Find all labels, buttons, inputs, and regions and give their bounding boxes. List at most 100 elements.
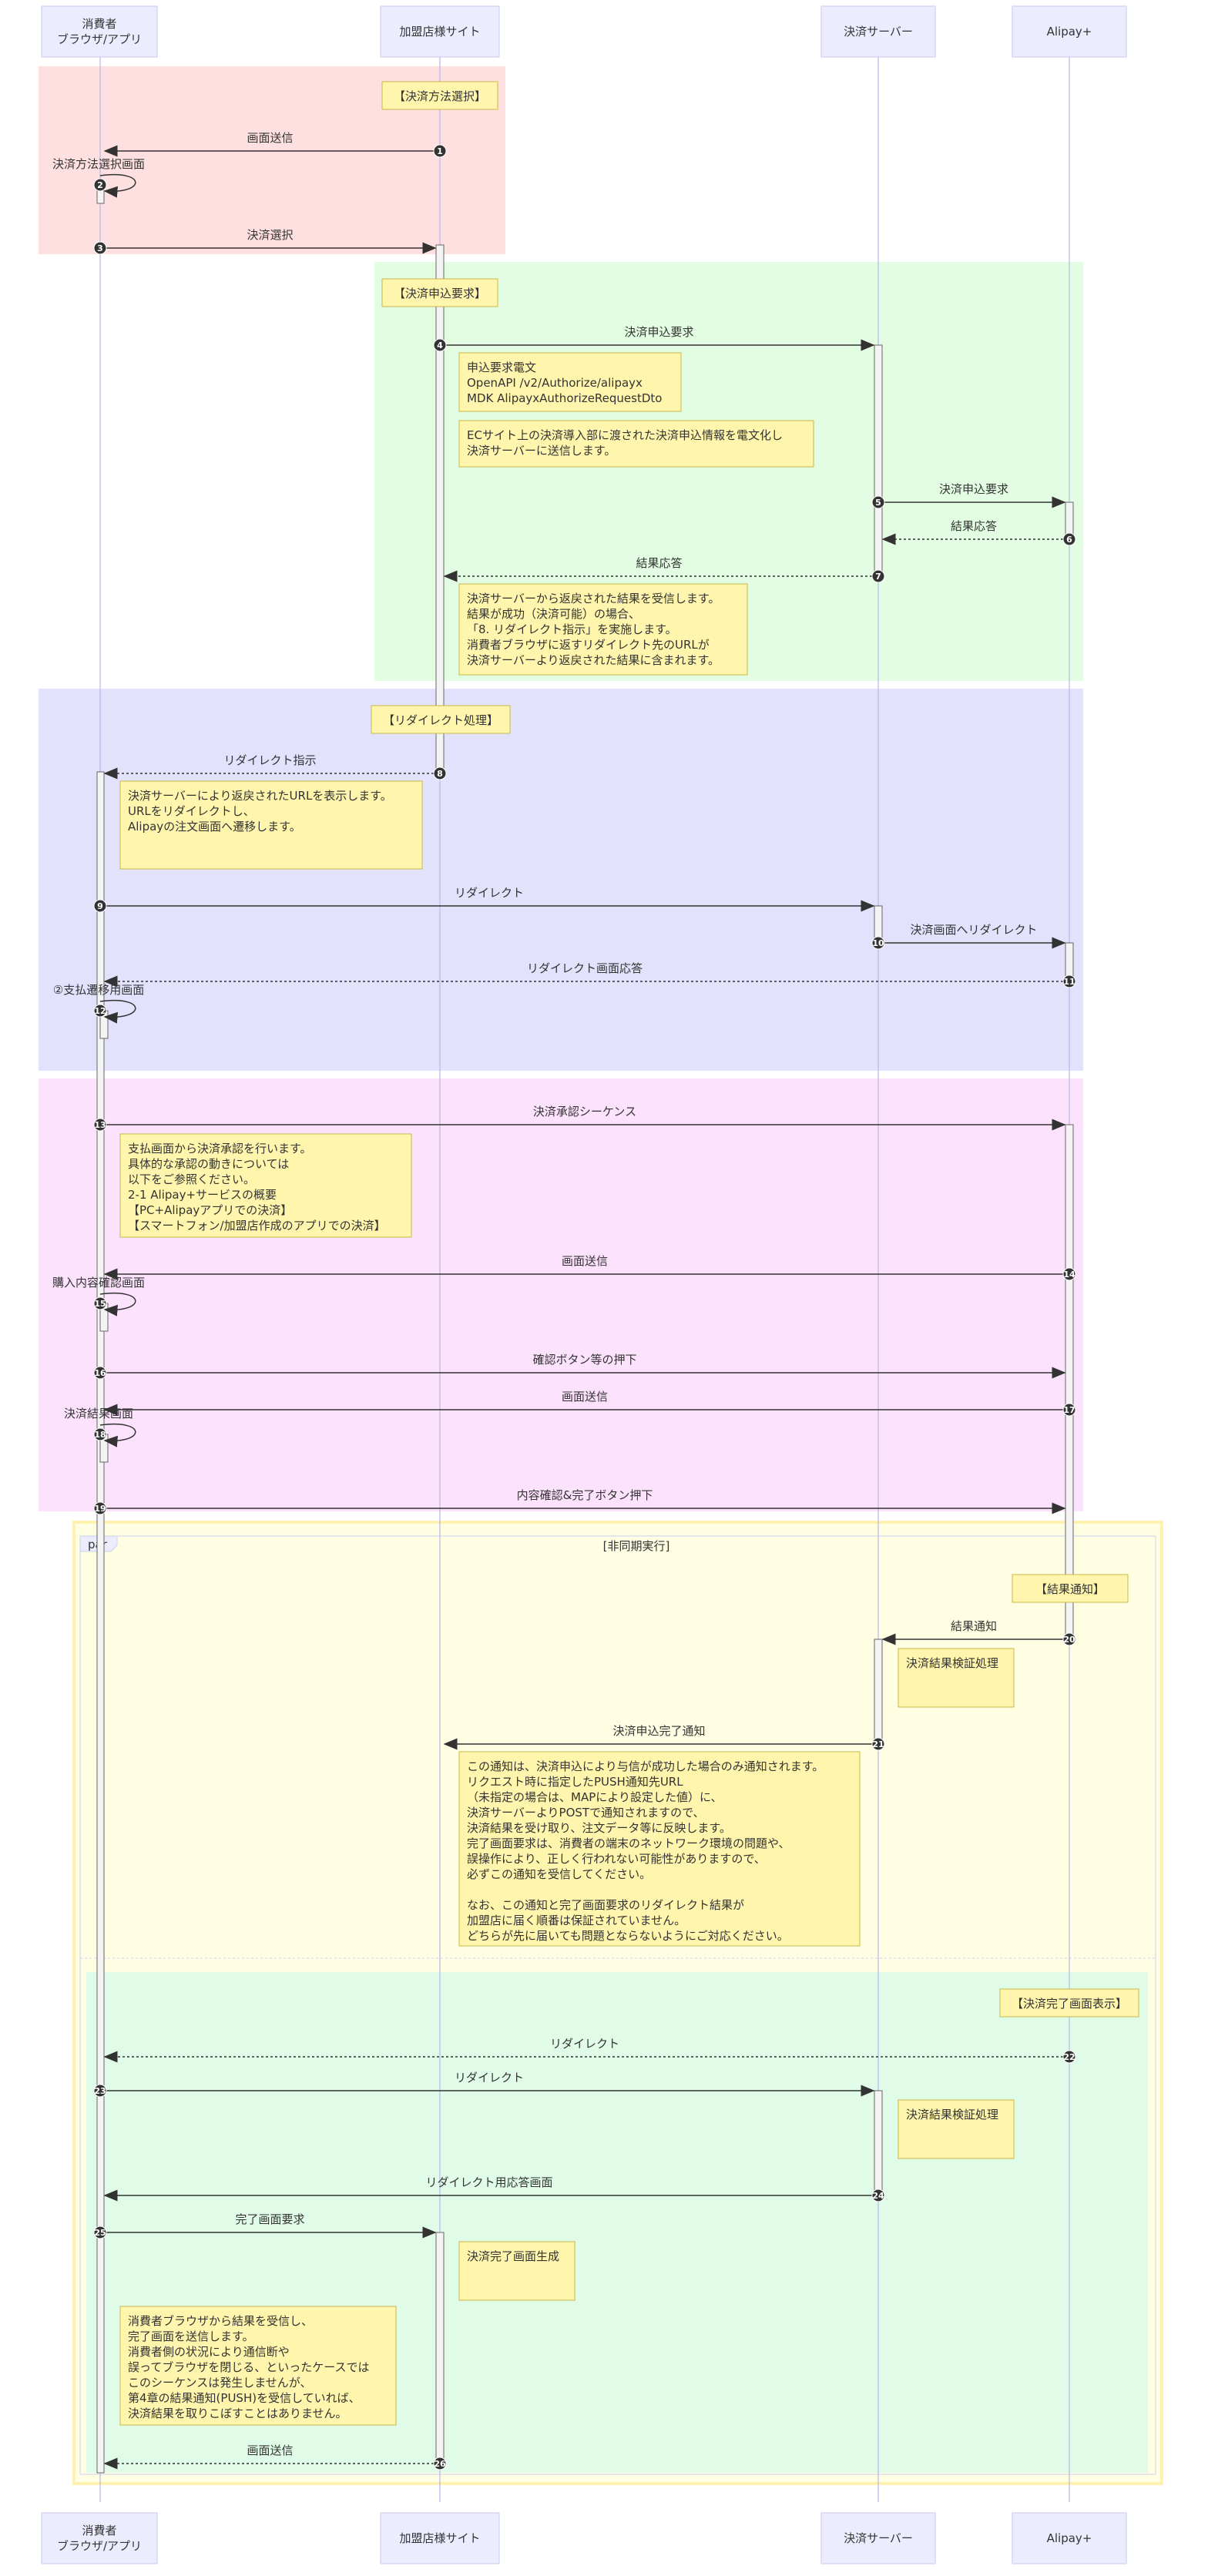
svg-text:決済サーバーから返戻された結果を受信します。結果が成功（決済: 決済サーバーから返戻された結果を受信します。結果が成功（決済可能）の場合、「8.… — [467, 592, 720, 667]
message-label: 購入内容確認画面 — [52, 1276, 145, 1290]
message-label: 結果通知 — [951, 1619, 997, 1633]
message-10: 決済画面へリダイレクト 10 — [871, 923, 1066, 950]
section-label-select: 【決済方法選択】 — [381, 81, 498, 110]
note-payment-approval: 支払画面から決済承認を行います。具体的な承認の動きについては以下をご参照ください… — [119, 1133, 412, 1238]
svg-text:【リダイレクト処理】: 【リダイレクト処理】 — [383, 713, 498, 727]
svg-text:23: 23 — [94, 2086, 106, 2096]
participant-server-bottom: 決済サーバー — [820, 2512, 936, 2564]
sequence-number: 9 — [93, 899, 107, 913]
sequence-number: 16 — [93, 1366, 107, 1380]
participant-user-top: 消費者ブラウザ/アプリ — [41, 5, 158, 58]
participants: 消費者ブラウザ/アプリ消費者ブラウザ/アプリ加盟店様サイト加盟店様サイト決済サー… — [41, 5, 1127, 2564]
message-9: リダイレクト 9 — [93, 886, 875, 913]
participant-alipay-top: Alipay+ — [1012, 5, 1127, 58]
svg-text:8: 8 — [437, 769, 443, 779]
svg-text:2: 2 — [97, 180, 103, 190]
svg-text:11: 11 — [1063, 977, 1075, 987]
participant-label: 加盟店様サイト — [399, 2531, 480, 2545]
sequence-number: 10 — [871, 936, 885, 950]
svg-text:22: 22 — [1063, 2052, 1075, 2062]
message-24: リダイレクト用応答画面 24 — [103, 2175, 885, 2202]
sequence-number: 24 — [871, 2189, 885, 2202]
sequence-number: 5 — [871, 495, 885, 509]
sequence-number: 8 — [433, 766, 447, 780]
participant-server-top: 決済サーバー — [820, 5, 936, 58]
section-redirect-rect — [39, 689, 1083, 1071]
sequence-number: 22 — [1062, 2050, 1076, 2064]
message-label: 決済画面へリダイレクト — [910, 923, 1037, 937]
participant-label: 決済サーバー — [844, 25, 913, 39]
participant-label: 決済サーバー — [844, 2531, 913, 2545]
note-display-url: 決済サーバーにより返戻されたURLを表示します。URLをリダイレクトし、Alip… — [119, 780, 423, 870]
message-15: 購入内容確認画面 15 — [52, 1276, 145, 1317]
messages: 画面送信1決済方法選択画面2決済選択3決済申込要求4決済申込要求5結果応答6結果… — [52, 131, 1076, 2470]
participant-label: ブラウザ/アプリ — [57, 2539, 142, 2553]
participant-label: 加盟店様サイト — [399, 25, 480, 39]
svg-text:3: 3 — [97, 243, 103, 253]
svg-text:10: 10 — [872, 938, 884, 948]
message-label: 結果応答 — [636, 556, 682, 570]
svg-text:【決済完了画面表示】: 【決済完了画面表示】 — [1012, 1997, 1127, 2011]
svg-text:6: 6 — [1066, 535, 1072, 545]
message-label: 決済申込要求 — [939, 482, 1008, 496]
svg-text:25: 25 — [94, 2228, 106, 2238]
message-label: リダイレクト — [455, 886, 524, 900]
svg-text:【決済申込要求】: 【決済申込要求】 — [394, 287, 486, 300]
section-label-complete: 【決済完了画面表示】 — [999, 1988, 1139, 2018]
sequence-number: 13 — [93, 1118, 107, 1132]
svg-text:消費者ブラウザから結果を受信し、完了画面を送信します。消費者: 消費者ブラウザから結果を受信し、完了画面を送信します。消費者側の状況により通信断… — [128, 2314, 370, 2420]
section-label-redirect: 【リダイレクト処理】 — [371, 705, 511, 734]
note-ec-send: ECサイト上の決済導入部に渡された決済申込情報を電文化し決済サーバーに送信します… — [458, 420, 814, 468]
message-label: 内容確認&完了ボタン押下 — [517, 1488, 653, 1502]
message-label: リダイレクト用応答画面 — [425, 2175, 552, 2189]
svg-text:決済結果検証処理: 決済結果検証処理 — [906, 2108, 998, 2122]
svg-text:16: 16 — [94, 1368, 106, 1378]
section-label-notify: 【結果通知】 — [1012, 1574, 1129, 1603]
svg-text:【結果通知】: 【結果通知】 — [1035, 1582, 1105, 1596]
sequence-number: 2 — [93, 178, 107, 192]
sequence-number: 14 — [1062, 1267, 1076, 1281]
svg-text:20: 20 — [1063, 1635, 1075, 1645]
svg-text:支払画面から決済承認を行います。具体的な承認の動きについては: 支払画面から決済承認を行います。具体的な承認の動きについては以下をご参照ください… — [128, 1142, 386, 1233]
message-label: 完了画面要求 — [235, 2212, 304, 2226]
svg-text:21: 21 — [872, 1739, 884, 1749]
sequence-number: 1 — [433, 144, 447, 158]
message-label: 決済方法選択画面 — [52, 157, 145, 171]
message-5: 決済申込要求 5 — [871, 482, 1066, 509]
message-25: 完了画面要求 25 — [93, 2212, 437, 2239]
svg-text:13: 13 — [94, 1120, 106, 1130]
participant-label: 消費者 — [82, 2524, 116, 2537]
sequence-number: 20 — [1062, 1632, 1076, 1646]
svg-text:12: 12 — [94, 1006, 106, 1016]
message-label: 決済申込要求 — [624, 325, 693, 339]
svg-text:14: 14 — [1063, 1270, 1075, 1280]
message-label: リダイレクト — [455, 2071, 524, 2085]
svg-text:26: 26 — [434, 2459, 446, 2469]
sequence-number: 6 — [1062, 532, 1076, 546]
message-label: 決済承認シーケンス — [533, 1105, 636, 1119]
svg-text:9: 9 — [97, 901, 103, 911]
note-receive-result: 決済サーバーから返戻された結果を受信します。結果が成功（決済可能）の場合、「8.… — [458, 583, 748, 676]
message-2: 決済方法選択画面 2 — [52, 157, 145, 198]
message-label: リダイレクト画面応答 — [527, 961, 643, 975]
svg-text:18: 18 — [94, 1430, 106, 1440]
svg-text:【決済方法選択】: 【決済方法選択】 — [394, 89, 486, 103]
sequence-number: 11 — [1062, 974, 1076, 988]
sequence-number: 15 — [93, 1296, 107, 1310]
participant-label: Alipay+ — [1047, 2531, 1092, 2545]
note-push-notification: この通知は、決済申込により与信が成功した場合のみ通知されます。リクエスト時に指定… — [458, 1751, 861, 1947]
svg-text:17: 17 — [1063, 1405, 1075, 1415]
